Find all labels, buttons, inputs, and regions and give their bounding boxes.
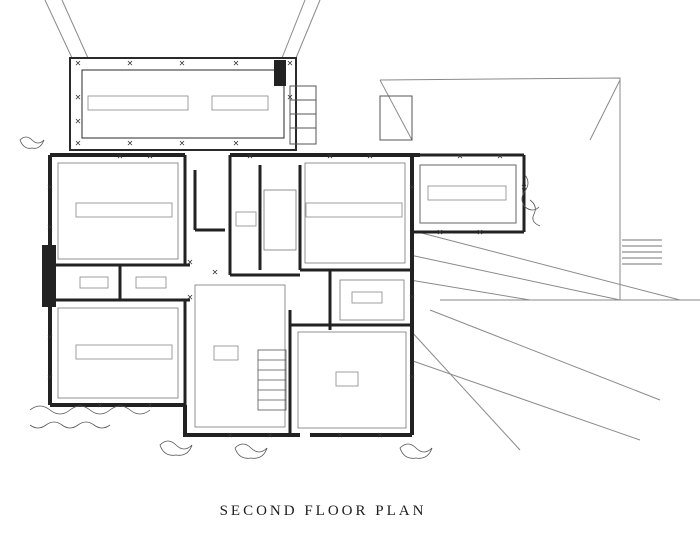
svg-text:✕: ✕ xyxy=(367,152,374,161)
svg-text:✕: ✕ xyxy=(247,152,254,161)
svg-text:✕: ✕ xyxy=(212,268,219,277)
svg-text:✕: ✕ xyxy=(377,431,384,440)
svg-text:✕: ✕ xyxy=(75,93,82,102)
svg-text:✕: ✕ xyxy=(75,59,82,68)
svg-text:✕: ✕ xyxy=(47,223,54,232)
svg-text:✕: ✕ xyxy=(457,152,464,161)
svg-text:✕: ✕ xyxy=(47,183,54,192)
svg-text:✕: ✕ xyxy=(327,152,334,161)
svg-text:✕: ✕ xyxy=(117,152,124,161)
svg-text:✕: ✕ xyxy=(187,293,194,302)
svg-text:✕: ✕ xyxy=(267,431,274,440)
room-label-closet-b xyxy=(135,276,167,289)
svg-text:✕: ✕ xyxy=(287,93,294,102)
legend-mark xyxy=(622,239,662,265)
room-label-closet-a xyxy=(79,276,109,289)
svg-text:✕: ✕ xyxy=(75,139,82,148)
east-wing xyxy=(412,153,526,234)
svg-text:✕: ✕ xyxy=(437,228,444,237)
svg-text:✕: ✕ xyxy=(179,59,186,68)
svg-text:✕: ✕ xyxy=(75,117,82,126)
window-markers: ✕ ✕ ✕ ✕ ✕ ✕ ✕ ✕ ✕ ✕ ✕ ✕ ✕ ✕ ✕ ✕ ✕ ✕ ✕ ✕ ✕ ✕ ✕ ✕ ✕ ✕ ✕ ✕ ✕ ✕ ✕ ✕ ✕… xyxy=(47,59,528,440)
room-outlines xyxy=(57,162,407,429)
svg-text:✕: ✕ xyxy=(187,258,194,267)
svg-text:✕: ✕ xyxy=(127,59,134,68)
svg-text:✕: ✕ xyxy=(147,401,154,410)
room-label-closet-c xyxy=(351,291,383,304)
svg-text:✕: ✕ xyxy=(409,293,416,302)
room-label-plaques xyxy=(75,202,403,387)
svg-text:✕: ✕ xyxy=(227,431,234,440)
foliage xyxy=(19,136,541,459)
room-label-chamber-northeast xyxy=(305,202,403,218)
exterior-stair xyxy=(289,85,413,145)
room-label-chamber-north xyxy=(75,202,173,218)
svg-text:✕: ✕ xyxy=(47,333,54,342)
svg-text:✕: ✕ xyxy=(409,373,416,382)
interior-walls xyxy=(50,155,412,435)
room-label-hall xyxy=(213,345,239,361)
svg-text:✕: ✕ xyxy=(497,152,504,161)
svg-text:✕: ✕ xyxy=(147,152,154,161)
room-label-den xyxy=(335,371,359,387)
roof-outline xyxy=(44,0,700,451)
svg-text:✕: ✕ xyxy=(477,228,484,237)
svg-text:✕: ✕ xyxy=(521,183,528,192)
floor-plan-drawing: ✕ ✕ ✕ ✕ ✕ ✕ ✕ ✕ ✕ ✕ ✕ ✕ ✕ ✕ ✕ ✕ ✕ ✕ ✕ ✕ ✕ ✕ ✕ ✕ ✕ ✕ ✕ ✕ ✕ ✕ ✕ ✕ ✕… xyxy=(19,0,700,459)
svg-text:✕: ✕ xyxy=(337,431,344,440)
svg-text:✕: ✕ xyxy=(47,373,54,382)
hall-stair xyxy=(257,349,287,411)
room-label-chamber-south xyxy=(75,344,173,360)
plan-title: SECOND FLOOR PLAN xyxy=(219,503,427,519)
svg-text:✕: ✕ xyxy=(179,139,186,148)
svg-text:✕: ✕ xyxy=(97,401,104,410)
svg-text:✕: ✕ xyxy=(409,183,416,192)
svg-text:✕: ✕ xyxy=(233,139,240,148)
svg-text:✕: ✕ xyxy=(233,59,240,68)
sleeping-porch xyxy=(69,57,297,151)
outer-walls xyxy=(42,153,420,437)
svg-text:✕: ✕ xyxy=(287,59,294,68)
svg-text:✕: ✕ xyxy=(127,139,134,148)
room-label-bath xyxy=(235,211,257,227)
